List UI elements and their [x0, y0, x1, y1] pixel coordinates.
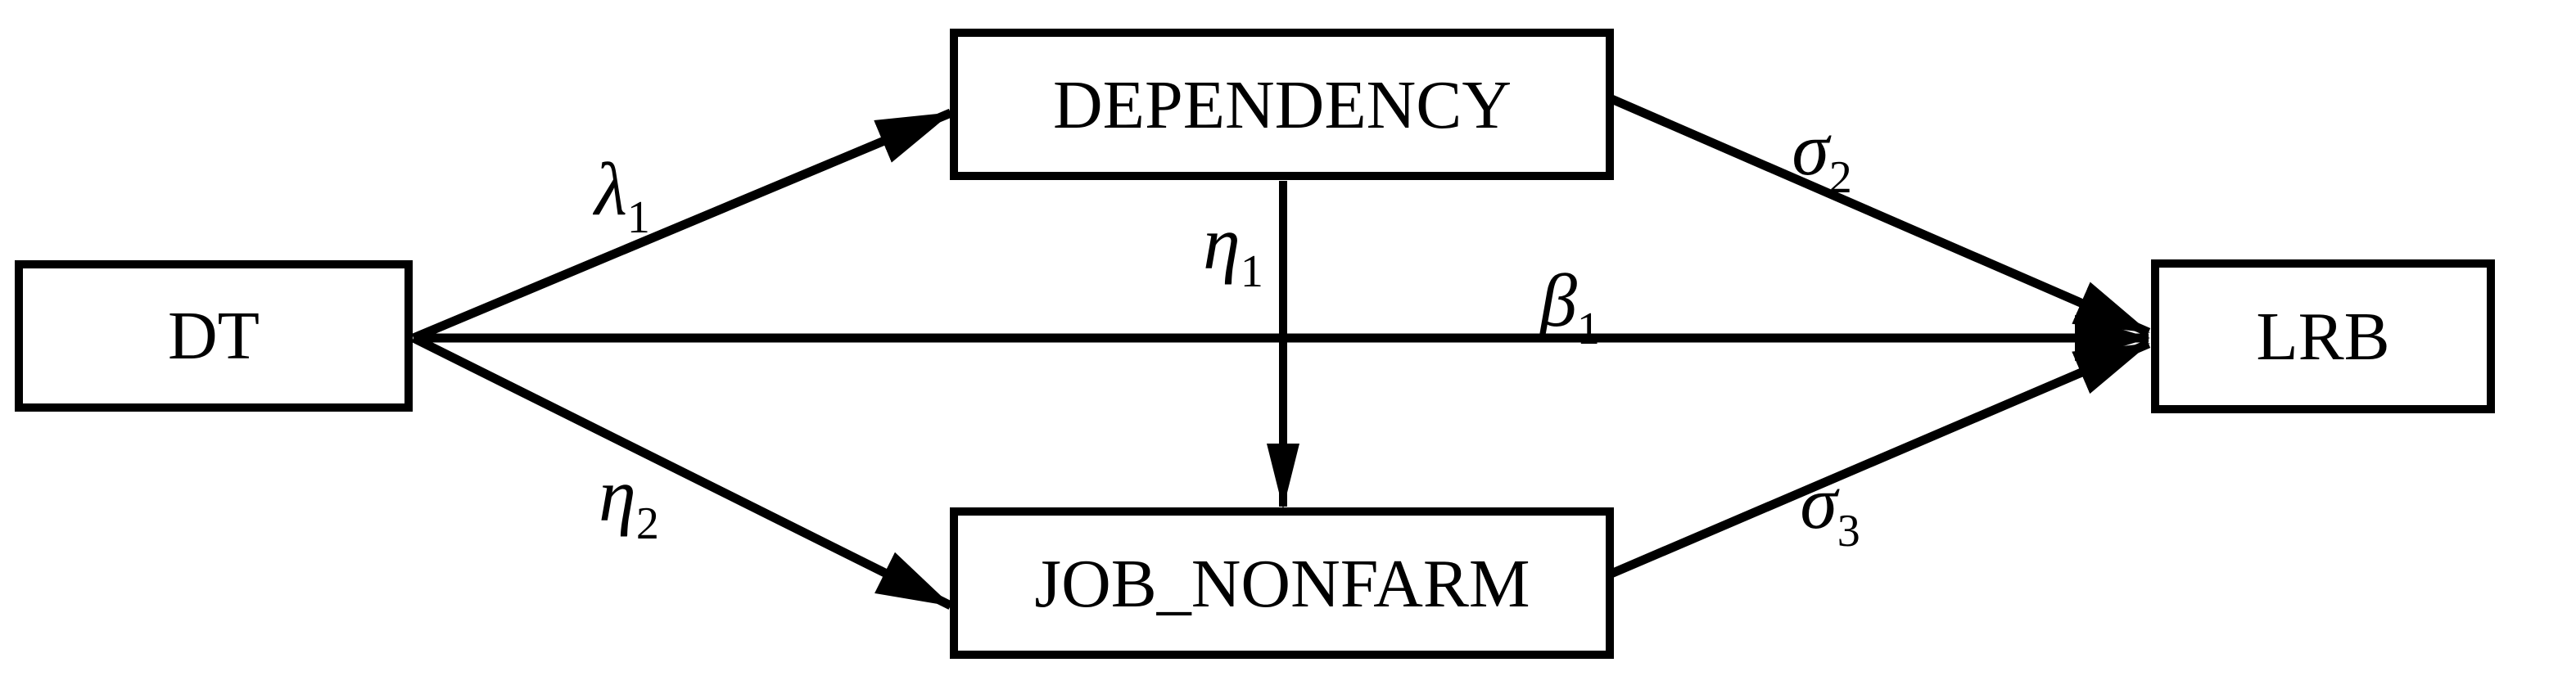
- edge-label-lambda-1-sub: 1: [627, 192, 650, 243]
- edge-label-sigma-2-base: σ: [1792, 107, 1832, 191]
- edge-label-lambda-1: λ1: [592, 147, 650, 243]
- edge-label-beta-1: β1: [1538, 259, 1600, 354]
- edge-dt-job-nonfarm-line: [411, 334, 953, 610]
- node-dt: DT: [15, 260, 413, 412]
- edge-label-eta-1-base: η: [1203, 201, 1241, 285]
- edge-label-sigma-3-sub: 3: [1837, 506, 1860, 557]
- edge-label-sigma-2-sub: 2: [1829, 152, 1852, 203]
- edge-label-eta-1: η1: [1203, 201, 1263, 297]
- edge-job-nonfarm-lrb-line: [1605, 339, 2151, 580]
- edges: [411, 93, 2151, 610]
- edge-dt-dependency-line: [411, 108, 953, 343]
- edge-labels: λ1 β1 η2 η1 σ2 σ3: [592, 107, 1860, 557]
- node-dt-label: DT: [168, 298, 260, 374]
- node-lrb-label: LRB: [2256, 299, 2389, 375]
- edge-label-sigma-3: σ3: [1800, 461, 1860, 557]
- nodes: DT DEPENDENCY JOB_NONFARM LRB: [15, 29, 2495, 659]
- edge-label-lambda-1-base: λ: [592, 147, 627, 231]
- edge-label-eta-2-base: η: [599, 453, 636, 537]
- node-dependency-box: [950, 29, 1614, 180]
- edge-label-eta-1-sub: 1: [1241, 246, 1263, 297]
- edge-label-sigma-2: σ2: [1792, 107, 1851, 203]
- node-dependency-label: DEPENDENCY: [1053, 67, 1512, 143]
- edge-label-eta-2-sub: 2: [636, 498, 659, 549]
- edge-label-beta-1-sub: 1: [1577, 304, 1600, 354]
- node-job-nonfarm-box: [950, 507, 1614, 659]
- edge-dependency-lrb-line: [1607, 93, 2151, 337]
- node-job-nonfarm: JOB_NONFARM: [950, 507, 1614, 659]
- node-lrb-box: [2151, 259, 2495, 413]
- node-dependency: DEPENDENCY: [950, 29, 1614, 180]
- edge-label-eta-2: η2: [599, 453, 659, 549]
- node-lrb: LRB: [2151, 259, 2495, 413]
- node-job-nonfarm-label: JOB_NONFARM: [1034, 546, 1530, 622]
- node-dt-box: [15, 260, 413, 412]
- edge-label-beta-1-base: β: [1538, 259, 1577, 342]
- edge-label-sigma-3-base: σ: [1800, 461, 1840, 544]
